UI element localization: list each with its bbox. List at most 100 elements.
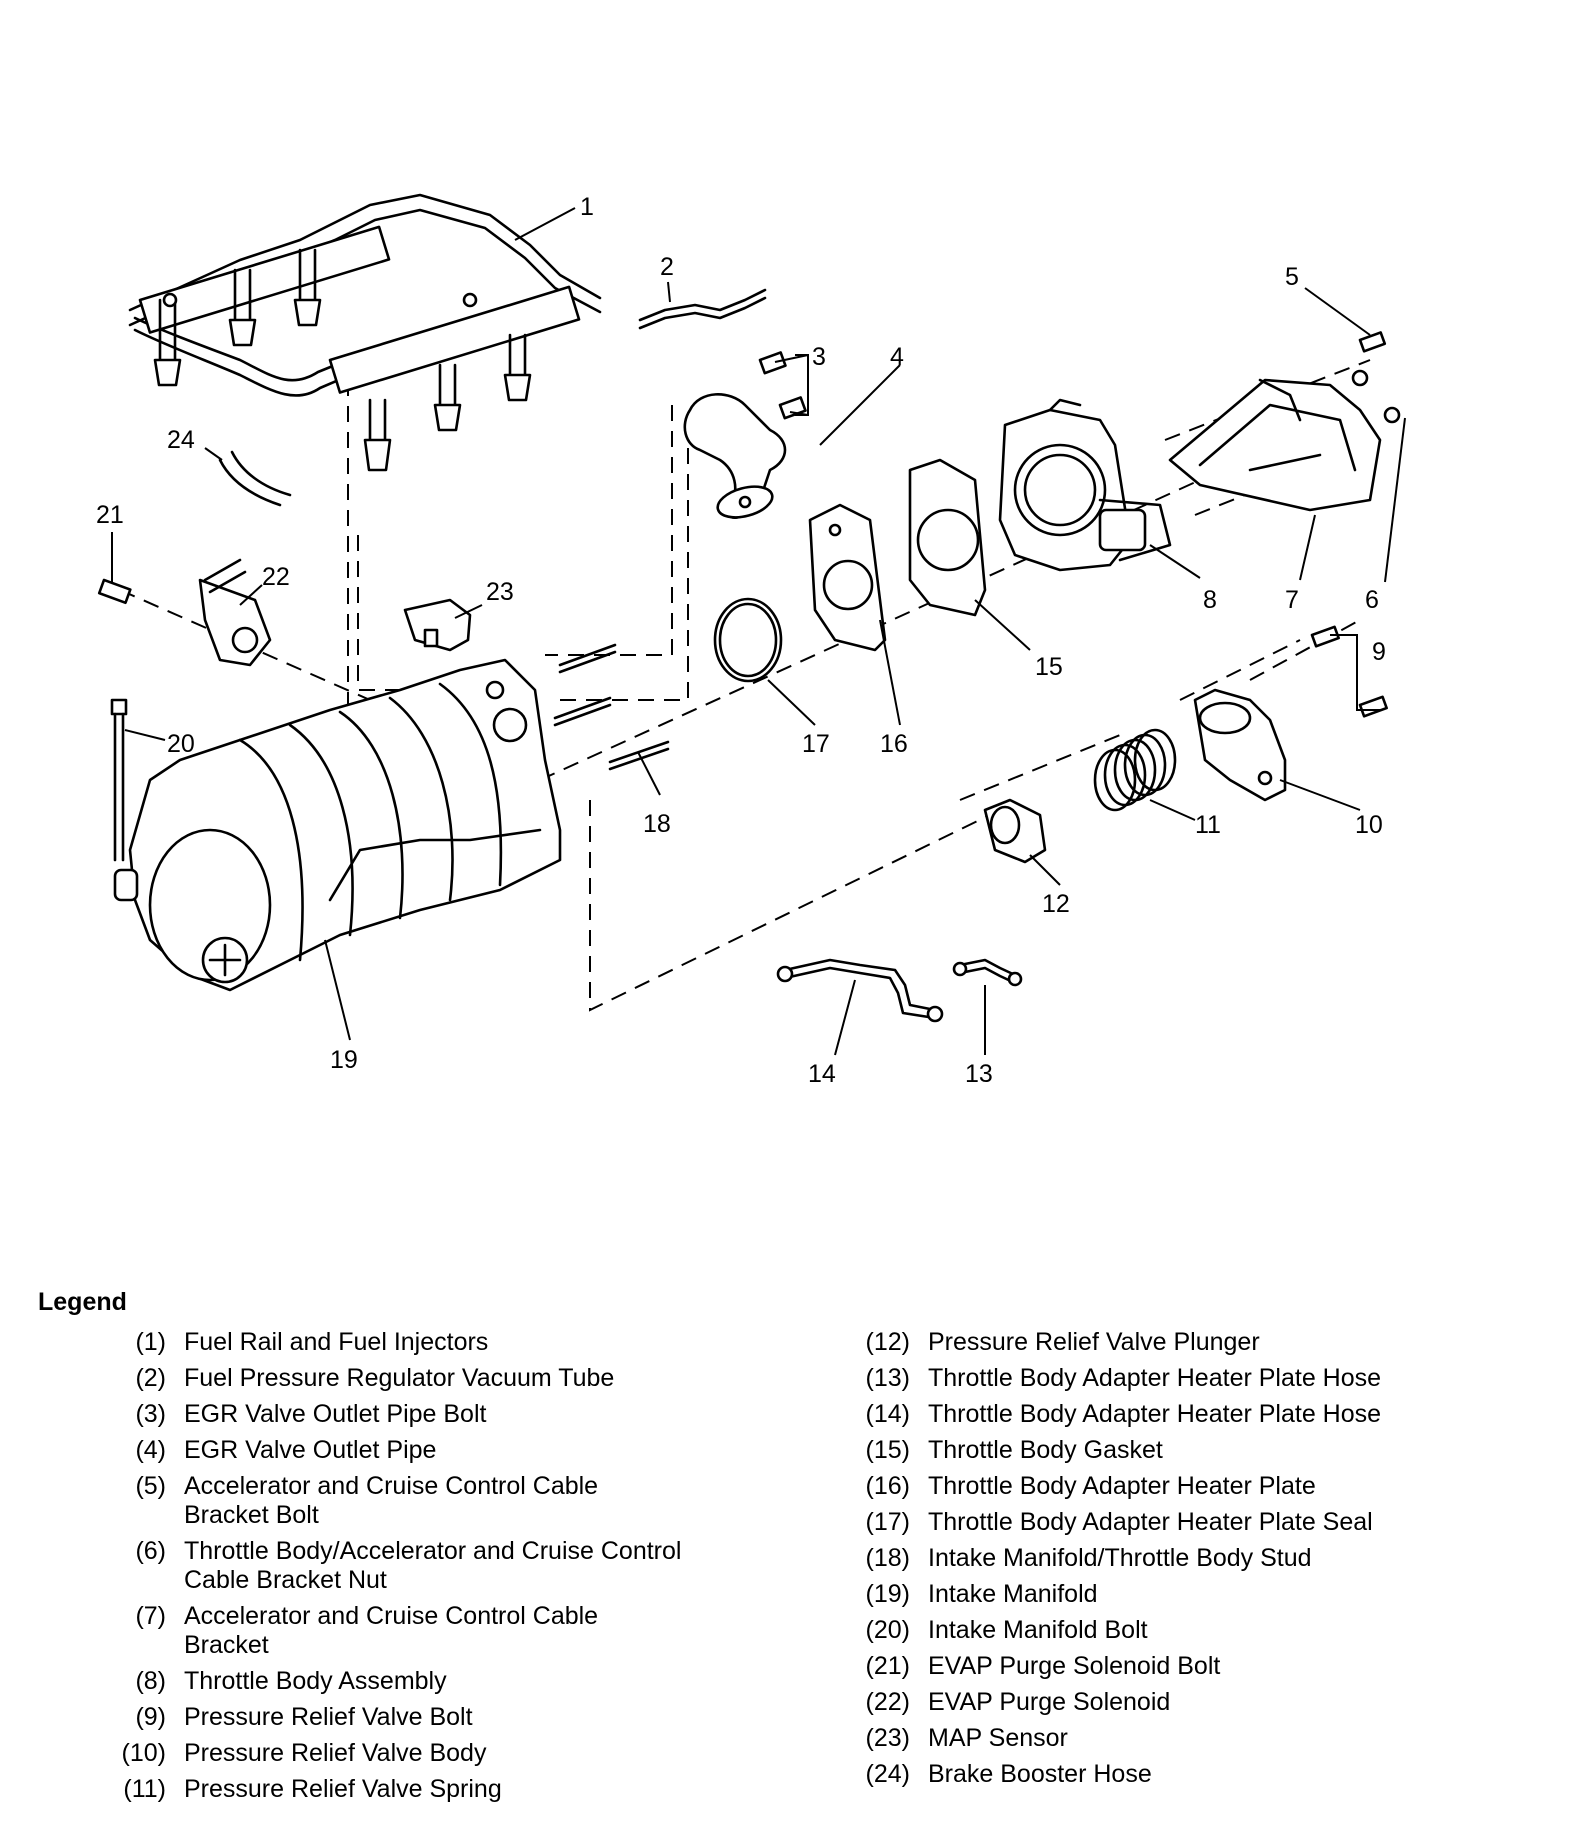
heater-plate-hoses — [776, 958, 1023, 1023]
legend-item-number: (1) — [135, 1328, 166, 1356]
legend-item-number: (15) — [865, 1436, 910, 1464]
legend-item-label: Throttle Body Gasket — [928, 1436, 1163, 1464]
legend-item-number: (9) — [135, 1703, 166, 1731]
legend-item: (13) Throttle Body Adapter Heater Plate H… — [830, 1364, 1570, 1393]
vacuum-tube — [638, 288, 767, 330]
legend-item-number: (6) — [135, 1537, 166, 1565]
legend-item-label: Pressure Relief Valve Bolt — [184, 1703, 473, 1731]
callout-5: 5 — [1285, 263, 1299, 291]
legend-item: (12) Pressure Relief Valve Plunger — [830, 1328, 1570, 1357]
callout-18: 18 — [643, 810, 671, 838]
legend-column-right: (12) Pressure Relief Valve Plunger (13) Thr… — [830, 1328, 1570, 1796]
legend-item-number: (7) — [135, 1602, 166, 1630]
callout-3: 3 — [812, 343, 826, 371]
legend-item-label: Pressure Relief Valve Spring — [184, 1775, 502, 1803]
legend-item: (22) EVAP Purge Solenoid — [830, 1688, 1570, 1717]
legend-item-number: (16) — [865, 1472, 910, 1500]
legend-item-number: (14) — [865, 1400, 910, 1428]
legend-item: (19)Intake Manifold — [830, 1580, 1570, 1609]
callout-8: 8 — [1203, 586, 1217, 614]
exploded-view-diagram: 1 2 3 4 5 6 7 8 9 10 11 12 13 14 15 16 1… — [96, 193, 1406, 1088]
legend-item: (20) Intake Manifold Bolt — [830, 1616, 1570, 1645]
legend-item-label: Intake Manifold — [928, 1580, 1098, 1608]
legend-item-number: (24) — [865, 1760, 910, 1788]
legend-item-label: Throttle Body Adapter Heater Plate Hose — [928, 1364, 1382, 1392]
legend-item-number: (20) — [865, 1616, 910, 1644]
legend-item: (3) EGR Valve Outlet Pipe Bolt — [86, 1400, 766, 1429]
legend-item: (9) Pressure Relief Valve Bolt — [86, 1703, 766, 1732]
legend-item-number: (12) — [865, 1328, 910, 1356]
legend-item: (15) Throttle Body Gasket — [830, 1436, 1570, 1465]
legend-item-number: (8) — [135, 1667, 166, 1695]
legend-item-label: Throttle Body Adapter Heater Plate Seal — [928, 1508, 1373, 1536]
map-sensor — [403, 598, 472, 652]
intake-manifold-bolt — [110, 698, 128, 862]
callout-20: 20 — [167, 730, 195, 758]
legend-item-label: Throttle Body Adapter Heater Plate Hose — [928, 1400, 1382, 1428]
legend-item-label: Fuel Pressure Regulator Vacuum Tube — [184, 1364, 615, 1392]
legend-item: (10) Pressure Relief Valve Body — [86, 1739, 766, 1768]
callout-numbers: 1 2 3 4 5 6 7 8 9 10 11 12 13 14 15 16 1… — [96, 193, 1386, 1088]
legend-item-label: EVAP Purge Solenoid — [928, 1688, 1171, 1716]
legend-item-label: EGR Valve Outlet Pipe — [184, 1436, 437, 1464]
callout-2: 2 — [660, 253, 674, 281]
callout-21: 21 — [96, 501, 124, 529]
callout-13: 13 — [965, 1060, 993, 1088]
throttle-body-studs — [553, 643, 670, 771]
legend-item-number: (4) — [135, 1436, 166, 1464]
callout-7: 7 — [1285, 586, 1299, 614]
legend-item: (5)Accelerator and Cruise Control Cable … — [86, 1472, 766, 1530]
legend-item-label: Intake Manifold Bolt — [928, 1616, 1148, 1644]
legend-item-label: Pressure Relief Valve Plunger — [928, 1328, 1260, 1356]
callout-16: 16 — [880, 730, 908, 758]
callout-19: 19 — [330, 1046, 358, 1074]
legend-item-number: (10) — [121, 1739, 166, 1767]
legend-item: (11)Pressure Relief Valve Spring — [86, 1775, 766, 1804]
callout-9: 9 — [1372, 638, 1386, 666]
pressure-relief-valve-spring — [1093, 728, 1177, 812]
legend-item: (16) Throttle Body Adapter Heater Plate — [830, 1472, 1570, 1501]
legend-item-label: Throttle Body Assembly — [184, 1667, 447, 1695]
egr-outlet-pipe — [683, 351, 807, 520]
callout-24: 24 — [167, 426, 195, 454]
callout-17: 17 — [802, 730, 830, 758]
callout-4: 4 — [890, 343, 904, 371]
evap-purge-solenoid — [97, 558, 272, 667]
legend-item-label: Pressure Relief Valve Body — [184, 1739, 487, 1767]
legend-item: (21) EVAP Purge Solenoid Bolt — [830, 1652, 1570, 1681]
throttle-body-gasket — [908, 458, 987, 617]
adapter-heater-plate-seal — [713, 597, 783, 683]
legend-item-label: Throttle Body Adapter Heater Plate — [928, 1472, 1316, 1500]
legend-item-number: (2) — [135, 1364, 166, 1392]
pressure-relief-valve-body — [1193, 625, 1388, 802]
legend-item-number: (5) — [135, 1472, 166, 1500]
legend-item: (17)Throttle Body Adapter Heater Plate S… — [830, 1508, 1570, 1537]
callout-23: 23 — [486, 578, 514, 606]
legend-item-number: (23) — [865, 1724, 910, 1752]
legend-column-left: (1)Fuel Rail and Fuel Injectors (2) Fuel P… — [86, 1328, 766, 1811]
legend-item: (24)Brake Booster Hose — [830, 1760, 1570, 1789]
callout-14: 14 — [808, 1060, 836, 1088]
legend-item-label: EGR Valve Outlet Pipe Bolt — [184, 1400, 487, 1428]
brake-booster-hose — [218, 450, 292, 507]
throttle-body — [998, 398, 1172, 572]
callout-11: 11 — [1195, 811, 1221, 839]
legend-item: (2) Fuel Pressure Regulator Vacuum Tube — [86, 1364, 766, 1393]
callout-15: 15 — [1035, 653, 1063, 681]
legend-item-number: (21) — [865, 1652, 910, 1680]
legend-title: Legend — [38, 1288, 127, 1316]
legend-item-label: Intake Manifold/Throttle Body Stud — [928, 1544, 1312, 1572]
legend-item: (1)Fuel Rail and Fuel Injectors — [86, 1328, 766, 1357]
legend-item: (6)Throttle Body/Accelerator and Cruise … — [86, 1537, 766, 1595]
fuel-rail-and-injectors — [128, 193, 602, 472]
legend-item: (7)Accelerator and Cruise Control Cable … — [86, 1602, 766, 1660]
legend-item: (14) Throttle Body Adapter Heater Plate H… — [830, 1400, 1570, 1429]
legend: Legend (1)Fuel Rail and Fuel Injectors (2… — [0, 1280, 1584, 1824]
legend-item-label: EVAP Purge Solenoid Bolt — [928, 1652, 1221, 1680]
legend-item-number: (22) — [865, 1688, 910, 1716]
legend-item: (8) Throttle Body Assembly — [86, 1667, 766, 1696]
adapter-heater-plate — [808, 503, 887, 652]
legend-item-number: (13) — [865, 1364, 910, 1392]
legend-item-number: (3) — [135, 1400, 166, 1428]
pressure-relief-valve-plunger — [983, 798, 1047, 864]
